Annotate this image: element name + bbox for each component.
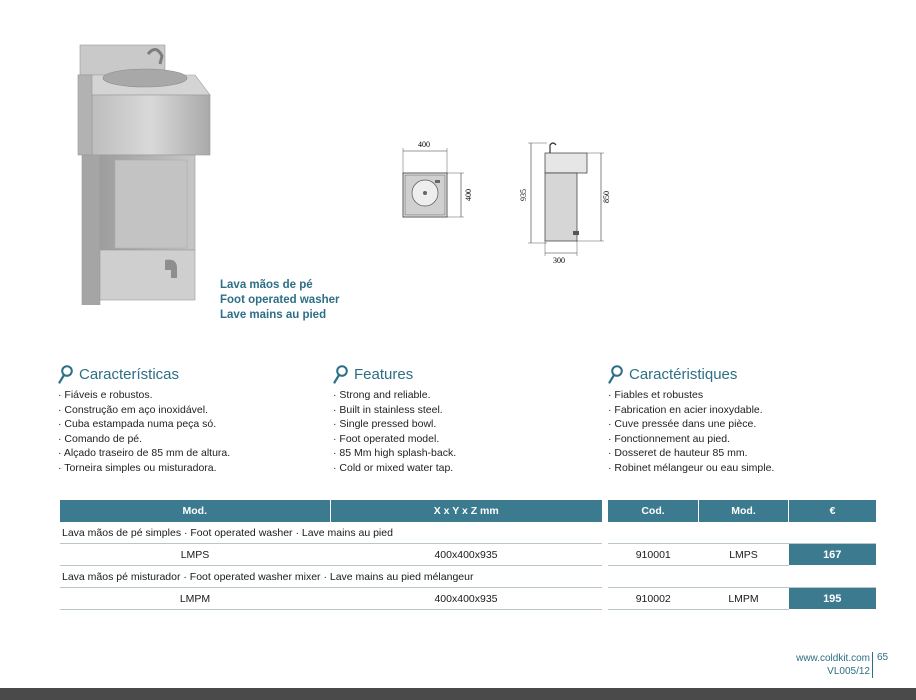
code-cell: 910002 — [608, 587, 699, 610]
dim-side-height: 935 — [519, 189, 528, 201]
features-column-fr: Caractéristiques Fiables et robustes Fab… — [608, 365, 868, 476]
table-row — [608, 565, 876, 588]
dimensions-cell: 400x400x935 — [330, 543, 602, 566]
features-column-en: Features Strong and reliable. Built in s… — [333, 365, 593, 476]
bottom-bar — [0, 688, 916, 700]
table-row: 910001 LMPS 167 — [608, 543, 876, 566]
dim-side-depth: 300 — [553, 256, 565, 265]
column-header-model: Mod. — [60, 500, 331, 522]
magnifier-pin-icon — [333, 365, 348, 384]
features-title-fr: Caractéristiques — [629, 366, 738, 383]
group-description: Lava mãos de pé simples · Foot operated … — [60, 522, 602, 544]
features-list-fr: Fiables et robustes Fabrication en acier… — [608, 388, 868, 476]
model-cell: LMPM — [60, 587, 330, 610]
dim-side-inner-height: 850 — [602, 191, 611, 203]
product-photo — [77, 44, 211, 305]
model-cell: LMPS — [698, 543, 789, 566]
table-row: Lava mãos de pé simples · Foot operated … — [60, 522, 602, 544]
list-item: Cuve pressée dans une pièce. — [608, 417, 868, 432]
magnifier-pin-icon — [58, 365, 73, 384]
spec-table: Mod. X x Y x Z mm Lava mãos de pé simple… — [60, 500, 602, 610]
product-name-en: Foot operated washer — [220, 294, 340, 306]
column-header-price: € — [788, 500, 876, 522]
group-description: Lava mãos pé misturador · Foot operated … — [60, 565, 602, 588]
page-number: 65 — [872, 652, 888, 678]
footer-ref: VL005/12 — [827, 666, 870, 677]
product-name-fr: Lave mains au pied — [220, 309, 327, 321]
list-item: Cuba estampada numa peça só. — [58, 417, 318, 432]
features-column-pt: Características Fiáveis e robustos. Cons… — [58, 365, 318, 476]
list-item: Construção em aço inoxidável. — [58, 403, 318, 418]
list-item: Torneira simples ou misturadora. — [58, 461, 318, 476]
list-item: Fiáveis e robustos. — [58, 388, 318, 403]
dim-top-depth: 400 — [464, 189, 473, 201]
price-table: Cod. Mod. € 910001 LMPS 167 910002 LMPM … — [608, 500, 876, 610]
column-header-dimensions: X x Y x Z mm — [330, 500, 602, 522]
dim-top-width: 400 — [418, 140, 430, 149]
list-item: Cold or mixed water tap. — [333, 461, 593, 476]
footer-info: www.coldkit.com VL005/12 — [796, 652, 870, 678]
list-item: Fiables et robustes — [608, 388, 868, 403]
list-item: Single pressed bowl. — [333, 417, 593, 432]
table-row: LMPM 400x400x935 — [60, 587, 602, 610]
table-row: LMPS 400x400x935 — [60, 543, 602, 566]
table-row: 910002 LMPM 195 — [608, 587, 876, 610]
price-cell: 167 — [788, 543, 876, 566]
list-item: Strong and reliable. — [333, 388, 593, 403]
list-item: Comando de pé. — [58, 432, 318, 447]
table-row — [608, 522, 876, 544]
side-view-drawing: 935 300 850 — [519, 142, 611, 265]
model-cell: LMPM — [698, 587, 789, 610]
footer-url[interactable]: www.coldkit.com — [796, 653, 870, 664]
price-cell: 195 — [788, 587, 876, 610]
list-item: Built in stainless steel. — [333, 403, 593, 418]
top-view-drawing: 400 400 — [402, 140, 473, 218]
code-cell: 910001 — [608, 543, 699, 566]
column-header-model: Mod. — [698, 500, 789, 522]
list-item: Foot operated model. — [333, 432, 593, 447]
model-cell: LMPS — [60, 543, 330, 566]
features-title-en: Features — [354, 366, 414, 383]
list-item: 85 Mm high splash-back. — [333, 446, 593, 461]
magnifier-pin-icon — [608, 365, 623, 384]
column-header-code: Cod. — [608, 500, 699, 522]
list-item: Fabrication en acier inoxydable. — [608, 403, 868, 418]
product-name-pt: Lava mãos de pé — [220, 279, 313, 291]
table-row: Lava mãos pé misturador · Foot operated … — [60, 565, 602, 588]
features-list-en: Strong and reliable. Built in stainless … — [333, 388, 593, 476]
features-title-pt: Características — [79, 366, 180, 383]
dimensions-cell: 400x400x935 — [330, 587, 602, 610]
product-caption: Lava mãos de pé Foot operated washer Lav… — [220, 278, 340, 323]
technical-drawing: 400 400 935 300 850 — [402, 140, 611, 265]
list-item: Robinet mélangeur ou eau simple. — [608, 461, 868, 476]
list-item: Alçado traseiro de 85 mm de altura. — [58, 446, 318, 461]
list-item: Fonctionnement au pied. — [608, 432, 868, 447]
list-item: Dosseret de hauteur 85 mm. — [608, 446, 868, 461]
features-list-pt: Fiáveis e robustos. Construção em aço in… — [58, 388, 318, 476]
